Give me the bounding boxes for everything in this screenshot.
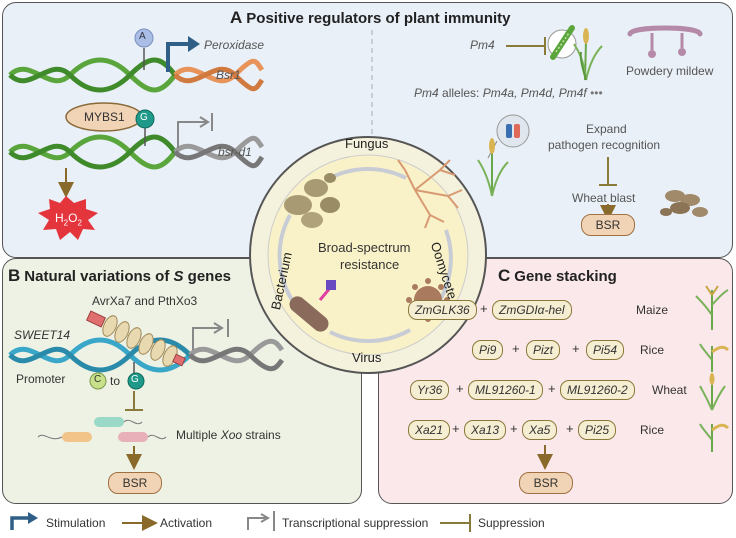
resistance-line1: Broad-spectrum	[318, 240, 411, 255]
b-guanine-label: G	[131, 374, 139, 385]
wheat-plant-2-icon	[477, 138, 509, 197]
rice-icon-1	[699, 343, 730, 372]
b-transcriptional-suppression-icon	[192, 327, 222, 350]
cycle-arrow-left	[277, 214, 294, 302]
gene-pill: ML91260-2	[560, 380, 635, 400]
plus-sign: +	[566, 421, 574, 436]
oomycete-icon	[397, 159, 463, 229]
plus-sign: +	[480, 301, 488, 316]
bsrd1-dna-icon	[8, 134, 265, 170]
legend-stimulation-icon	[10, 516, 30, 530]
bacterium-icon	[289, 280, 336, 332]
cycle-arrow-right	[438, 229, 453, 301]
cycle-arrow-bottom	[329, 328, 411, 344]
peroxidase-label: Peroxidase	[204, 38, 265, 52]
sweet14-label: SWEET14	[14, 328, 71, 342]
gene-pill: Yr36	[410, 380, 450, 400]
powdery-mildew-icon	[627, 25, 703, 58]
panel-b-bsr-badge: BSR	[108, 472, 162, 494]
stimulation-arrowhead-icon	[188, 36, 200, 52]
gene-pill: Xa5	[522, 420, 558, 440]
adenine-label: A	[139, 31, 146, 42]
gene-pill: ML91260-1	[468, 380, 543, 400]
panel-c-letter: C	[498, 266, 511, 285]
virus-label: Virus	[352, 350, 382, 365]
cytosine-label: C	[94, 374, 102, 385]
fungus-label: Fungus	[345, 136, 389, 151]
gene-pill: Pi54	[586, 340, 625, 360]
crop-label: Rice	[640, 423, 665, 437]
gene-pill: ZmGLK36	[408, 300, 477, 320]
crop-label: Wheat	[652, 383, 687, 397]
h2o2-label: H2O2	[55, 211, 82, 228]
panel-b-letter: B	[8, 266, 21, 285]
panel-a-bsr-badge: BSR	[581, 214, 635, 236]
rice-icon-2	[699, 423, 730, 452]
stimulation-arrow-icon	[166, 42, 190, 72]
h2o2-burst-icon	[38, 196, 98, 240]
wheat-icon-c	[699, 373, 726, 411]
effectors-label: AvrXa7 and PthXo3	[92, 294, 198, 308]
plus-sign: +	[452, 421, 460, 436]
expand-label: Expand	[586, 122, 627, 136]
plus-sign: +	[510, 421, 518, 436]
legend-transcriptional-suppression-icon	[247, 517, 268, 530]
cytosine-badge-icon	[89, 372, 107, 390]
plus-sign: +	[548, 381, 556, 396]
bsrd1-label: bsr-d1	[218, 145, 252, 159]
guanine-badge-icon	[135, 109, 155, 129]
panel-b-title-s: S	[173, 268, 184, 285]
bsr1-dna-icon	[8, 57, 265, 93]
panel-c-title-text: Gene stacking	[514, 268, 617, 285]
crop-label: Maize	[636, 303, 669, 317]
legend-activation-label: Activation	[160, 516, 213, 530]
panel-b-title-post: genes	[183, 268, 232, 285]
panel-a-letter: A	[230, 8, 243, 27]
panel-b-title-pre: Natural variations of	[24, 268, 174, 285]
b-guanine-badge-icon	[127, 372, 145, 390]
guanine-label: G	[140, 112, 148, 123]
resistance-line2: resistance	[340, 257, 400, 272]
to-label: to	[110, 374, 121, 388]
gene-pill: Pi25	[578, 420, 617, 440]
pm4-label: Pm4	[470, 38, 495, 52]
legend-suppression-label: Suppression	[478, 516, 545, 530]
plus-sign: +	[456, 381, 464, 396]
promoter-label: Promoter	[16, 372, 66, 386]
wheat-leaf-icon	[547, 25, 577, 60]
gene-pill: Pizt	[526, 340, 561, 360]
fungus-icon	[284, 173, 340, 228]
wheat-blast-label: Wheat blast	[572, 191, 636, 205]
mybs1-label: MYBS1	[84, 110, 125, 124]
transcriptional-suppression-icon	[177, 121, 208, 148]
gene-pill: ZmGDIα-hel	[492, 300, 572, 320]
gene-pill: Pi9	[472, 340, 504, 360]
xoo-strains-icon	[37, 417, 167, 442]
cycle-arrow-top	[329, 167, 407, 180]
gene-pill: Xa13	[464, 420, 507, 440]
wheat-plant-icon	[573, 28, 603, 81]
pathogen-recognition-label: pathogen recognition	[548, 138, 661, 152]
sweet14-dna-icon	[8, 337, 285, 373]
bsr1-label: Bsr1	[216, 68, 241, 82]
panel-a-title-text: Positive regulators of plant immunity	[246, 10, 511, 27]
maize-icon	[695, 285, 729, 330]
wheat-blast-icon	[660, 190, 708, 217]
wheat-cell-icon	[487, 114, 530, 159]
xoo-strains-label: Multiple Xoo strains	[176, 428, 281, 442]
legend-stimulation-label: Stimulation	[46, 516, 106, 530]
pm4-alleles-label: Pm4 alleles: Pm4a, Pm4d, Pm4f •••	[414, 86, 603, 100]
adenine-badge-icon	[134, 28, 154, 48]
plus-sign: +	[512, 341, 520, 356]
legend-transcriptional-suppression-label: Transcriptional suppression	[282, 516, 429, 530]
gene-pill: Xa21	[408, 420, 451, 440]
panel-c-bsr-badge: BSR	[519, 472, 573, 494]
plus-sign: +	[572, 341, 580, 356]
crop-label: Rice	[640, 343, 665, 357]
tal-effector-icon	[85, 310, 186, 367]
powdery-mildew-label: Powdery mildew	[626, 64, 714, 78]
